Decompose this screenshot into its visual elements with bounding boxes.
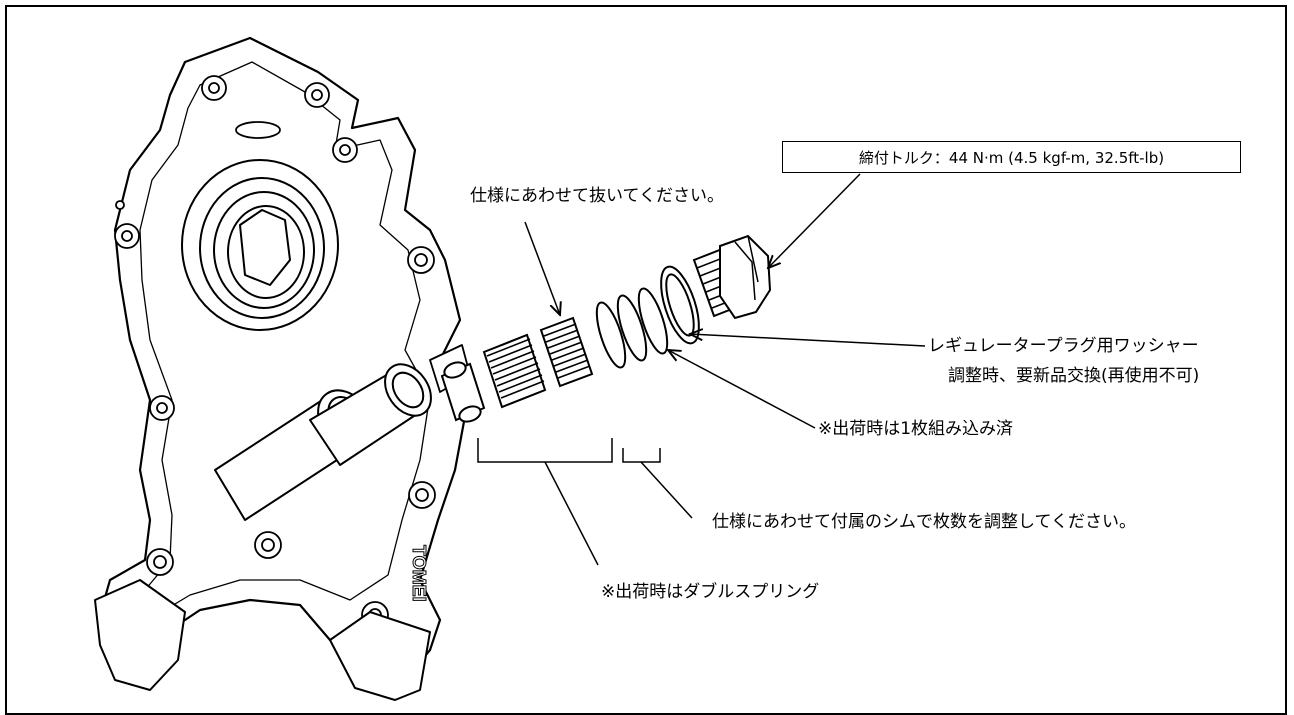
oil-pump-housing (94, 36, 471, 701)
tomei-logo: TOMEI (409, 545, 429, 602)
leader-lines (477, 173, 926, 566)
outer-spring (482, 333, 547, 409)
torque-spec-box: 締付トルク：44 N·m (4.5 kgf-m, 32.5ft-lb) (782, 141, 1241, 173)
regulator-piston (440, 361, 486, 423)
double-spring-label: ※出荷時はダブルスプリング (601, 582, 820, 602)
shim-stack (595, 287, 669, 369)
shim-preinstalled-label: ※出荷時は1枚組み込み済 (818, 419, 1014, 439)
washer-label-line1: レギュレータープラグ用ワッシャー (928, 336, 1199, 356)
washer-label-line2: 調整時、要新品交換(再使用不可) (948, 366, 1200, 386)
remove-as-needed-label: 仕様にあわせて抜いてください。 (470, 186, 724, 206)
torque-spec-label: 締付トルク：44 N·m (4.5 kgf-m, 32.5ft-lb) (858, 148, 1165, 167)
inner-spring (539, 316, 594, 388)
regulator-plug (692, 234, 772, 320)
shim-adjust-label: 仕様にあわせて付属のシムで枚数を調整してください。 (712, 512, 1136, 532)
